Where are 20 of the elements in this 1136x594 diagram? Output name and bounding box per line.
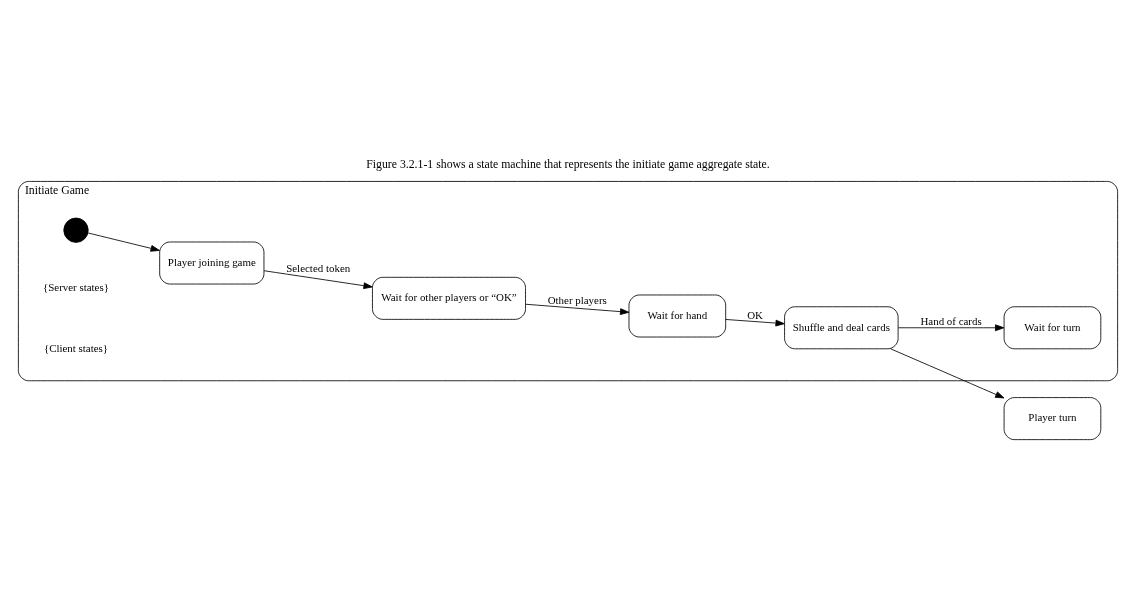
- node-circle: [63, 217, 89, 243]
- label: {Client states}: [43, 341, 109, 354]
- arrow: [263, 269, 373, 289]
- edge-label: OK: [747, 308, 764, 321]
- node-box: Shuffle and deal cards: [784, 305, 899, 349]
- arrow: [890, 347, 1005, 398]
- edge-label: Other players: [547, 293, 607, 306]
- edge-label: Selected token: [286, 261, 351, 274]
- arrow: [725, 318, 785, 326]
- edge-label: Hand of cards: [920, 314, 982, 327]
- node-box: Wait for turn: [1003, 305, 1102, 349]
- node-box: Wait for hand: [628, 294, 727, 337]
- node-box: Player turn: [1003, 396, 1102, 440]
- label: {Server states}: [42, 280, 109, 293]
- arrow: [87, 232, 160, 252]
- node-box: Player joining game: [159, 241, 265, 284]
- arrow: [525, 303, 630, 315]
- arrow: [897, 323, 1005, 331]
- diagram-title: Figure 3.2.1-1 shows a state machine that represents the initiate game aggregate state.: [366, 157, 770, 171]
- node-box: Wait for other players or “OK”: [372, 276, 526, 320]
